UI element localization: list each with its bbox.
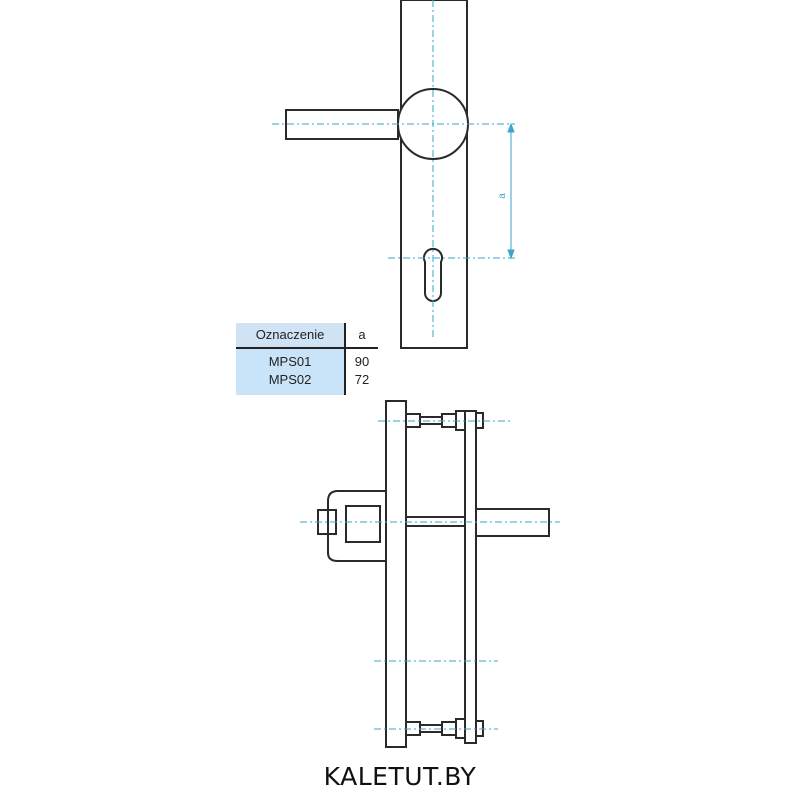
value-cell: 90 bbox=[344, 348, 378, 371]
table-header-row: Oznaczenie a bbox=[236, 323, 378, 349]
dimension-a-label: a bbox=[497, 193, 508, 199]
value-cell: 72 bbox=[344, 370, 378, 395]
table-row: MPS01 90 bbox=[236, 348, 378, 371]
front-view bbox=[285, 0, 469, 349]
front-centerlines bbox=[272, 0, 515, 340]
knob-profile bbox=[327, 490, 386, 562]
side-centerlines bbox=[300, 420, 560, 730]
outer-plate bbox=[385, 400, 407, 748]
dimension-table: Oznaczenie a MPS01 90 MPS02 72 bbox=[236, 323, 378, 395]
front-plate bbox=[400, 0, 468, 349]
model-cell: MPS01 bbox=[236, 348, 346, 371]
column-header-a: a bbox=[344, 323, 378, 349]
inner-plate bbox=[464, 410, 477, 744]
keyhole-cutout bbox=[423, 247, 443, 302]
side-view bbox=[317, 400, 550, 748]
column-header-designation: Oznaczenie bbox=[236, 323, 346, 349]
brand-watermark: KALETUT.BY bbox=[323, 762, 477, 791]
knob-inner bbox=[345, 505, 381, 543]
dimension-a bbox=[507, 122, 515, 260]
table-row: MPS02 72 bbox=[236, 370, 378, 395]
dimension-table-container: Oznaczenie a MPS01 90 MPS02 72 bbox=[236, 323, 378, 395]
model-cell: MPS02 bbox=[236, 370, 346, 395]
